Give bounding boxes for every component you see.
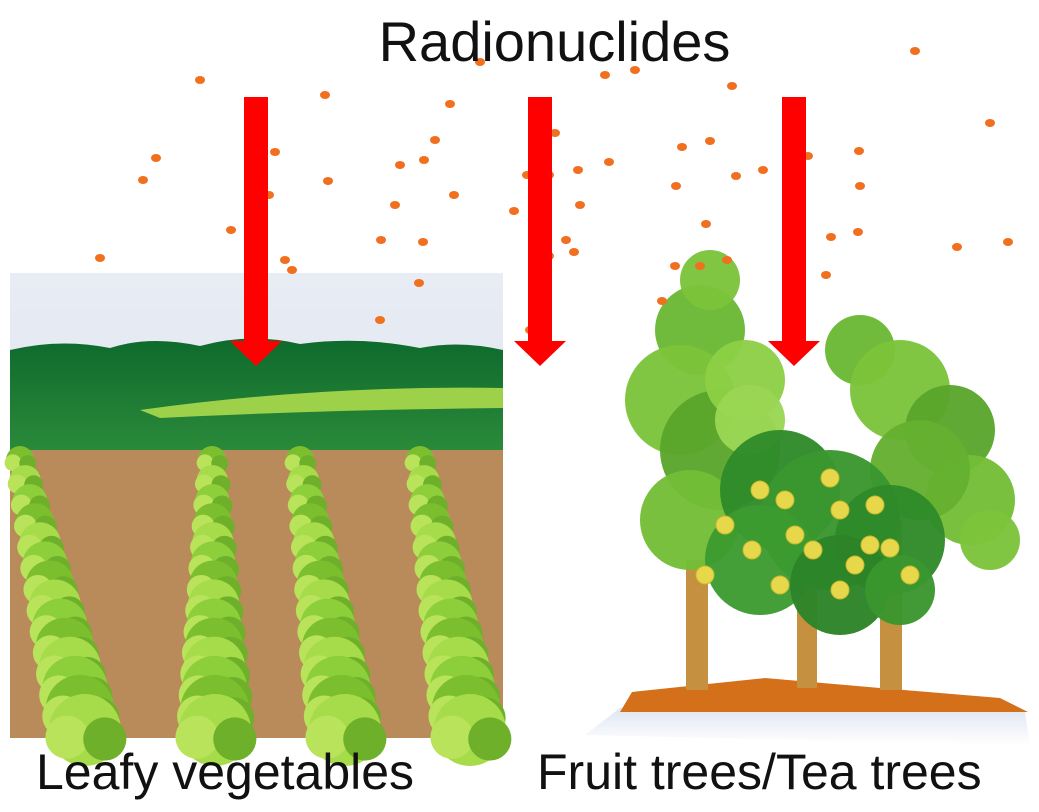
radionuclide-particle-icon — [985, 119, 995, 127]
radionuclide-particle-icon — [418, 238, 428, 246]
fruit-icon — [866, 496, 884, 514]
fruit-icon — [901, 566, 919, 584]
radionuclide-particle-icon — [657, 297, 667, 305]
down-arrow-icon — [514, 97, 566, 366]
radionuclide-particle-icon — [758, 166, 768, 174]
fruit-icon — [743, 541, 761, 559]
fruit-icon — [776, 491, 794, 509]
radionuclide-particle-icon — [95, 254, 105, 262]
radionuclide-particle-icon — [226, 226, 236, 234]
fruit-icon — [771, 576, 789, 594]
radionuclide-particle-icon — [821, 271, 831, 279]
radionuclide-particle-icon — [395, 161, 405, 169]
fruit-icon — [861, 536, 879, 554]
fruit-icon — [821, 469, 839, 487]
radionuclide-particle-icon — [569, 248, 579, 256]
fruit-icon — [881, 539, 899, 557]
radionuclide-particle-icon — [390, 201, 400, 209]
fruit-icon — [846, 556, 864, 574]
radionuclide-particle-icon — [671, 182, 681, 190]
radionuclide-particle-icon — [151, 154, 161, 162]
radionuclide-particle-icon — [727, 82, 737, 90]
radionuclide-particle-icon — [952, 243, 962, 251]
fruit-icon — [786, 526, 804, 544]
radionuclide-particle-icon — [320, 91, 330, 99]
radionuclide-particle-icon — [826, 233, 836, 241]
radionuclide-particle-icon — [414, 279, 424, 287]
radionuclide-particle-icon — [323, 177, 333, 185]
radionuclide-particle-icon — [449, 191, 459, 199]
radionuclide-particle-icon — [575, 201, 585, 209]
fruit-icon — [831, 581, 849, 599]
tree-cluster-illustration — [585, 250, 1030, 745]
radionuclide-particle-icon — [287, 266, 297, 274]
tree-foliage — [625, 250, 1020, 635]
radionuclide-particle-icon — [376, 236, 386, 244]
radionuclide-particle-icon — [509, 207, 519, 215]
radionuclide-particle-icon — [604, 158, 614, 166]
fruit-icon — [751, 481, 769, 499]
radionuclide-particle-icon — [1003, 238, 1013, 246]
diagram-title: Radionuclides — [0, 6, 1039, 78]
radionuclide-particle-icon — [270, 148, 280, 156]
radionuclide-particle-icon — [695, 262, 705, 270]
radionuclide-particle-icon — [705, 137, 715, 145]
radionuclide-particle-icon — [138, 176, 148, 184]
radionuclide-particle-icon — [855, 182, 865, 190]
caption-leafy-vegetables: Leafy vegetables — [36, 740, 414, 804]
radionuclide-particle-icon — [677, 143, 687, 151]
radionuclide-particle-icon — [722, 256, 732, 264]
radionuclide-particle-icon — [445, 100, 455, 108]
radionuclide-particle-icon — [419, 156, 429, 164]
radionuclide-particle-icon — [573, 166, 583, 174]
radionuclide-particle-icon — [375, 316, 385, 324]
fruit-icon — [804, 541, 822, 559]
tree-soil-mound — [620, 678, 1028, 712]
radionuclide-particle-icon — [731, 172, 741, 180]
radionuclide-particle-icon — [701, 220, 711, 228]
radionuclide-particle-icon — [280, 256, 290, 264]
fruit-icon — [831, 501, 849, 519]
fruit-icon — [716, 516, 734, 534]
caption-fruit-tea-trees: Fruit trees/Tea trees — [537, 740, 982, 804]
radionuclide-particle-icon — [670, 262, 680, 270]
radionuclide-particle-icon — [430, 136, 440, 144]
radionuclide-particle-icon — [853, 228, 863, 236]
fruit-icon — [696, 566, 714, 584]
radionuclide-particle-icon — [561, 236, 571, 244]
radionuclide-particle-icon — [854, 147, 864, 155]
down-arrow-icon — [768, 97, 820, 366]
